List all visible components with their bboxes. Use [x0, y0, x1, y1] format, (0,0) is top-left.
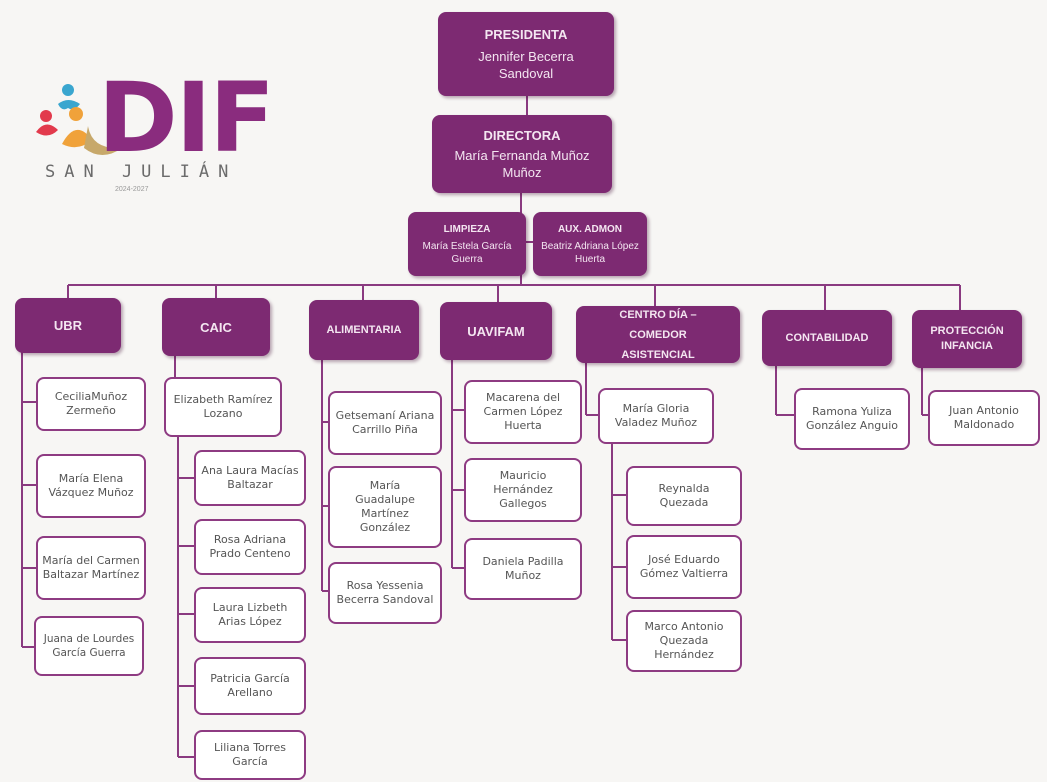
limpieza-name: María Estela García Guerra — [422, 241, 512, 265]
logo-dif-text: DIF — [98, 62, 275, 174]
presidenta-box: PRESIDENTA Jennifer Becerra Sandoval — [438, 12, 614, 96]
caic-member-name: Liliana Torres García — [214, 741, 286, 768]
proteccion-member-name: Juan Antonio Maldonado — [949, 404, 1019, 431]
alimentaria-member-card: Getsemaní Ariana Carrillo Piña — [328, 391, 442, 455]
caic-head-name: Elizabeth Ramírez Lozano — [173, 393, 273, 420]
dept-caic-title: CAIC — [200, 319, 232, 335]
uavifam-member-card: Mauricio Hernández Gallegos — [464, 458, 582, 522]
caic-member-card: Ana Laura Macías Baltazar — [194, 450, 306, 506]
family-figures-icon — [36, 84, 122, 155]
ubr-member-card: María Elena Vázquez Muñoz — [36, 454, 146, 518]
ubr-member-name: CeciliaMuñoz Zermeño — [54, 390, 128, 417]
alimentaria-member-card: María Guadalupe Martínez González — [328, 466, 442, 548]
dept-alimentaria-title: ALIMENTARIA — [326, 323, 402, 336]
dept-ubr: UBR — [15, 298, 121, 353]
logo-place-text: SAN JULIÁN — [45, 162, 238, 182]
caic-member-card: Liliana Torres García — [194, 730, 306, 780]
dept-uavifam-title: UAVIFAM — [467, 323, 525, 339]
aux-admon-name: Beatriz Adriana López Huerta — [541, 241, 639, 265]
dept-ubr-title: UBR — [53, 318, 83, 333]
limpieza-title: LIMPIEZA — [443, 224, 491, 235]
centro-dia-head-name: María Gloria Valadez Muñoz — [614, 402, 698, 429]
alimentaria-member-name: Getsemaní Ariana Carrillo Piña — [335, 409, 435, 436]
dept-centro-dia: CENTRO DÍA – COMEDOR ASISTENCIAL — [576, 306, 740, 363]
presidenta-name: Jennifer Becerra Sandoval — [478, 48, 574, 81]
alimentaria-member-name: Rosa Yessenia Becerra Sandoval — [336, 579, 434, 606]
proteccion-member-card: Juan Antonio Maldonado — [928, 390, 1040, 446]
dept-centro-dia-title: CENTRO DÍA – COMEDOR ASISTENCIAL — [619, 308, 697, 361]
uavifam-member-card: Macarena del Carmen López Huerta — [464, 380, 582, 444]
ubr-member-card: María del Carmen Baltazar Martínez — [36, 536, 146, 600]
contabilidad-member-name: Ramona Yuliza González Anguio — [805, 405, 899, 432]
dept-proteccion: PROTECCIÓN INFANCIA — [912, 310, 1022, 368]
caic-head-card: Elizabeth Ramírez Lozano — [164, 377, 282, 437]
aux-admon-title: AUX. ADMON — [557, 224, 623, 235]
uavifam-member-name: Daniela Padilla Muñoz — [482, 555, 564, 582]
uavifam-member-card: Daniela Padilla Muñoz — [464, 538, 582, 600]
presidenta-title: PRESIDENTA — [484, 26, 568, 42]
directora-name: María Fernanda Muñoz Muñoz — [454, 147, 590, 180]
ubr-member-name: María del Carmen Baltazar Martínez — [42, 554, 140, 581]
dept-contabilidad: CONTABILIDAD — [762, 310, 892, 366]
ubr-member-name: Juana de Lourdes García Guerra — [43, 633, 135, 659]
aux-admon-box: AUX. ADMON Beatriz Adriana López Huerta — [533, 212, 647, 276]
centro-dia-member-card: Reynalda Quezada — [626, 466, 742, 526]
caic-member-name: Rosa Adriana Prado Centeno — [209, 533, 291, 560]
dept-uavifam: UAVIFAM — [440, 302, 552, 360]
centro-dia-member-name: Marco Antonio Quezada Hernández — [644, 620, 724, 661]
ubr-member-card: Juana de Lourdes García Guerra — [34, 616, 144, 676]
caic-member-name: Patricia García Arellano — [210, 672, 290, 699]
centro-dia-member-name: José Eduardo Gómez Valtierra — [639, 553, 729, 580]
dept-contabilidad-title: CONTABILIDAD — [785, 331, 869, 344]
dept-proteccion-title: PROTECCIÓN INFANCIA — [930, 325, 1004, 352]
uavifam-member-name: Mauricio Hernández Gallegos — [493, 469, 553, 510]
centro-dia-member-card: Marco Antonio Quezada Hernández — [626, 610, 742, 672]
ubr-member-name: María Elena Vázquez Muñoz — [48, 472, 134, 499]
centro-dia-head-card: María Gloria Valadez Muñoz — [598, 388, 714, 444]
contabilidad-member-card: Ramona Yuliza González Anguio — [794, 388, 910, 450]
logo-years-text: 2024-2027 — [115, 186, 149, 193]
dept-caic: CAIC — [162, 298, 270, 356]
caic-member-card: Patricia García Arellano — [194, 657, 306, 715]
centro-dia-member-name: Reynalda Quezada — [658, 482, 710, 509]
caic-member-name: Laura Lizbeth Arias López — [212, 601, 288, 628]
dept-alimentaria: ALIMENTARIA — [309, 300, 419, 360]
caic-member-name: Ana Laura Macías Baltazar — [201, 464, 299, 491]
ubr-member-card: CeciliaMuñoz Zermeño — [36, 377, 146, 431]
directora-title: DIRECTORA — [483, 127, 561, 143]
centro-dia-member-card: José Eduardo Gómez Valtierra — [626, 535, 742, 599]
dif-logo: DIF SAN JULIÁN 2024-2027 — [30, 68, 275, 200]
alimentaria-member-name: María Guadalupe Martínez González — [355, 479, 415, 534]
alimentaria-member-card: Rosa Yessenia Becerra Sandoval — [328, 562, 442, 624]
caic-member-card: Rosa Adriana Prado Centeno — [194, 519, 306, 575]
directora-box: DIRECTORA María Fernanda Muñoz Muñoz — [432, 115, 612, 193]
uavifam-member-name: Macarena del Carmen López Huerta — [483, 391, 563, 432]
limpieza-box: LIMPIEZA María Estela García Guerra — [408, 212, 526, 276]
caic-member-card: Laura Lizbeth Arias López — [194, 587, 306, 643]
